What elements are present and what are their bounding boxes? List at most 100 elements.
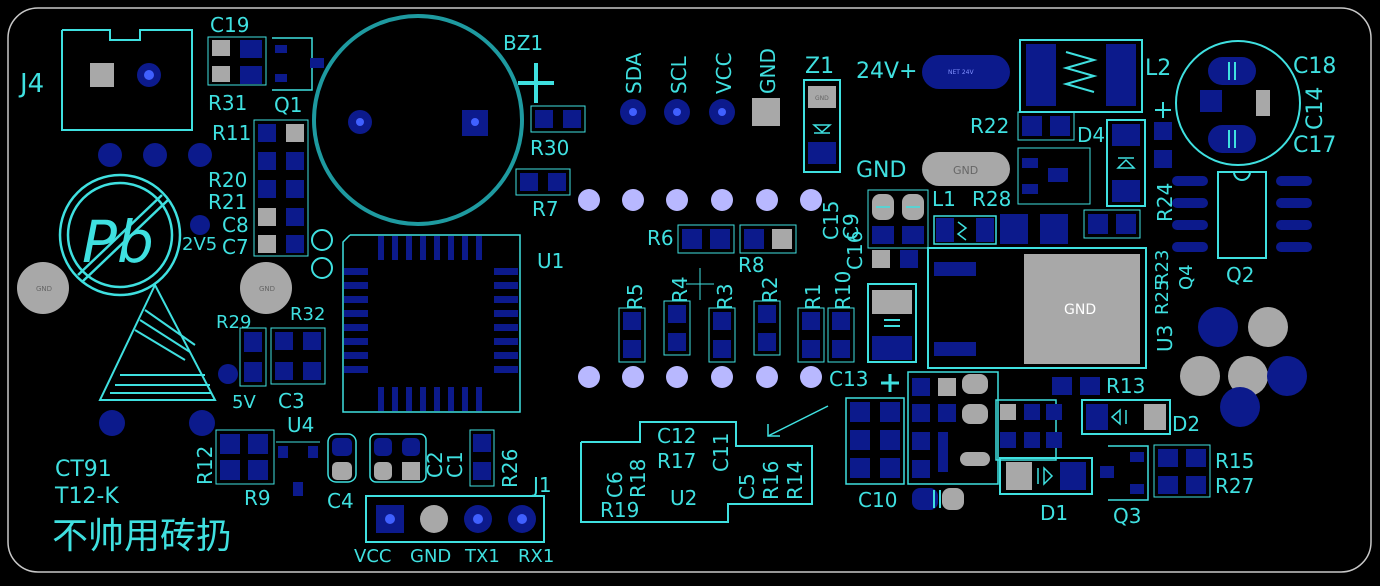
via-pad xyxy=(99,410,125,436)
label-r17: R17 xyxy=(657,449,696,473)
label-24v: 24V+ xyxy=(856,59,917,84)
label-q4: Q4 xyxy=(1176,264,1197,290)
label-sda: SDA xyxy=(622,52,646,94)
label-r7: R7 xyxy=(532,197,559,221)
label-2v5: 2V5 xyxy=(182,234,217,255)
label-r16: R16 xyxy=(759,461,783,500)
label-r31: R31 xyxy=(208,91,247,115)
lead-free-logo xyxy=(58,173,182,297)
board-outline xyxy=(7,7,1372,573)
label-c18: C18 xyxy=(1293,54,1336,79)
label-r32: R32 xyxy=(290,304,325,325)
label-r28: R28 xyxy=(972,187,1011,211)
label-c2: C2 xyxy=(423,451,447,478)
label-r10: R10 xyxy=(831,271,855,310)
label-d2: D2 xyxy=(1172,412,1200,436)
label-5v: 5V xyxy=(232,392,256,413)
connector-j1 xyxy=(365,495,545,543)
mount-pad-left xyxy=(17,262,69,314)
pb-text: Pb xyxy=(82,208,154,276)
svg-text:GND: GND xyxy=(259,285,275,293)
label-u4: U4 xyxy=(287,413,314,437)
label-c13: C13 xyxy=(829,367,868,391)
label-r26: R26 xyxy=(498,449,522,488)
j4-pad-1 xyxy=(90,63,114,87)
label-vcc-top: VCC xyxy=(712,52,736,94)
pad-gnd-oval xyxy=(922,152,1010,186)
label-gnd-top: GND xyxy=(756,48,780,94)
label-c9: C9 xyxy=(839,213,863,240)
label-chinese: 不帅用砖扔 xyxy=(52,516,232,557)
label-r18: R18 xyxy=(626,459,650,498)
label-l1: L1 xyxy=(932,187,956,211)
label-c4: C4 xyxy=(327,489,354,513)
mount-pad-left-2 xyxy=(240,262,292,314)
label-t12k: T12-K xyxy=(54,484,119,509)
svg-text:GND: GND xyxy=(953,164,978,177)
label-r5: R5 xyxy=(623,283,647,310)
label-c5: C5 xyxy=(735,473,759,500)
label-ct91: CT91 xyxy=(55,457,112,482)
label-d4: D4 xyxy=(1077,123,1105,147)
label-r15: R15 xyxy=(1215,449,1254,473)
svg-text:GND: GND xyxy=(815,95,829,102)
label-c10: C10 xyxy=(858,488,897,512)
esd-warning-icon xyxy=(98,282,217,401)
label-r13: R13 xyxy=(1106,374,1145,398)
label-gnd-j1: GND xyxy=(410,546,451,567)
label-c3: C3 xyxy=(278,389,305,413)
label-q3: Q3 xyxy=(1113,504,1141,528)
pad-24v xyxy=(922,55,1010,89)
label-d1: D1 xyxy=(1040,501,1068,525)
via-pad xyxy=(98,143,122,167)
label-c1: C1 xyxy=(443,451,467,478)
label-r3: R3 xyxy=(713,283,737,310)
label-r8: R8 xyxy=(738,253,765,277)
label-u2: U2 xyxy=(670,486,697,510)
label-r20: R20 xyxy=(208,168,247,192)
via-pad xyxy=(189,410,215,436)
label-r25: R25 xyxy=(1152,280,1173,315)
label-r21: R21 xyxy=(208,190,247,214)
label-u1: U1 xyxy=(537,249,564,273)
label-c19: C19 xyxy=(210,13,249,37)
label-c15: C15 xyxy=(819,201,843,240)
label-scl: SCL xyxy=(667,55,691,94)
label-r4: R4 xyxy=(668,276,692,303)
chip-u1 xyxy=(342,234,521,413)
label-r23: R23 xyxy=(1152,250,1173,285)
label-c6: C6 xyxy=(603,471,627,498)
label-rx1: RX1 xyxy=(518,546,554,567)
label-c11: C11 xyxy=(709,433,733,472)
connector-j4 xyxy=(61,29,193,131)
label-u3: U3 xyxy=(1153,325,1177,352)
label-r2: R2 xyxy=(758,276,782,303)
label-c7: C7 xyxy=(222,235,249,259)
label-j1: J1 xyxy=(531,473,552,497)
cap-c18 xyxy=(1175,40,1301,166)
label-q1: Q1 xyxy=(274,93,302,117)
label-vcc-j1: VCC xyxy=(354,546,391,567)
label-c16: C16 xyxy=(843,231,867,270)
label-l2: L2 xyxy=(1145,56,1171,81)
module-u3 xyxy=(927,247,1147,369)
buzzer-bz1 xyxy=(312,14,524,226)
label-gnd-pad: GND xyxy=(1064,302,1096,318)
svg-text:GND: GND xyxy=(36,285,52,293)
label-r27: R27 xyxy=(1215,474,1254,498)
label-r14: R14 xyxy=(783,461,807,500)
label-z1: Z1 xyxy=(805,54,834,79)
via-pad xyxy=(188,143,212,167)
label-r19: R19 xyxy=(600,498,639,522)
label-q2: Q2 xyxy=(1226,263,1254,287)
label-gnd-mid: GND xyxy=(856,158,906,183)
label-r22: R22 xyxy=(970,114,1009,138)
via-pad xyxy=(143,143,167,167)
label-c12: C12 xyxy=(657,424,696,448)
svg-text:NET 24V: NET 24V xyxy=(948,69,974,76)
label-r11: R11 xyxy=(212,121,251,145)
label-c14: C14 xyxy=(1303,87,1328,130)
label-r30: R30 xyxy=(530,136,569,160)
label-r29: R29 xyxy=(216,312,251,333)
